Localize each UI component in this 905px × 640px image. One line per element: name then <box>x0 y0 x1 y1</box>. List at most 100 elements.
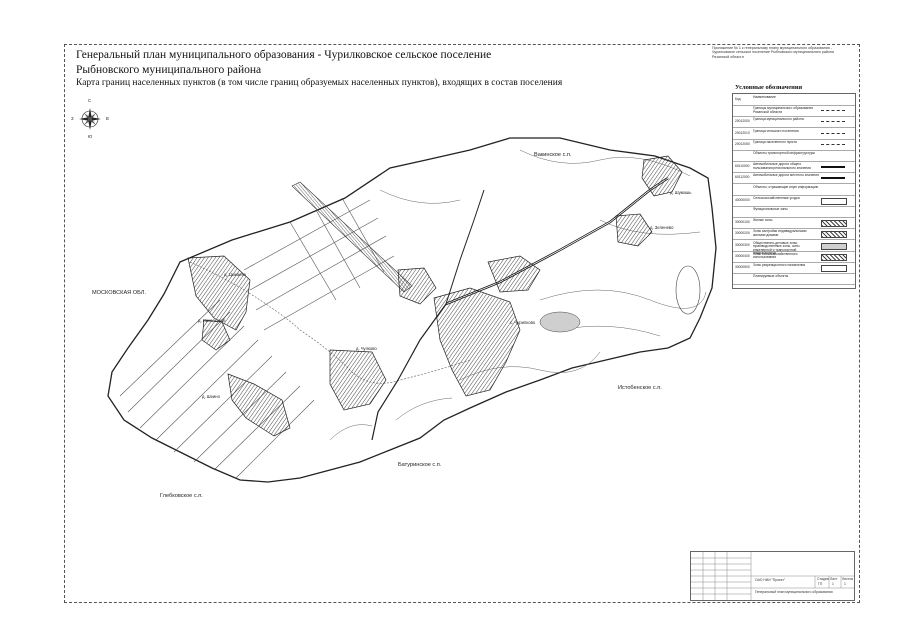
legend-text: Зоны сельскохозяйственного использования <box>753 251 798 260</box>
settlement-tsyubenino <box>187 255 251 331</box>
legend-code: 30000100 <box>735 220 750 225</box>
legend-text: Наименование <box>753 95 776 99</box>
stamp-stage-label: Стадия <box>817 577 829 581</box>
legend-swatch <box>821 220 847 228</box>
legend-row: Объекты транспортной инфраструктуры <box>733 150 855 162</box>
label-baturinskoe: Батуринское с.п. <box>398 462 442 468</box>
legend-text: Автомобильные дороги местного значения <box>753 173 819 178</box>
legend-code: 30000300 <box>735 242 750 247</box>
legend-row: Планируемые объекты <box>733 273 855 286</box>
appendix-note: Приложение № 1 к генеральному плану муни… <box>712 46 834 59</box>
label-nikolskoe: д. Никольское <box>198 318 226 323</box>
stamp-sheet-value: 1 <box>832 582 834 586</box>
label-shumashi: д. Шумашь <box>670 190 692 195</box>
settlement-north <box>397 267 437 305</box>
stamp-sheets-label: Листов <box>842 577 854 581</box>
compass-rose <box>79 108 101 130</box>
legend-swatch <box>821 231 847 239</box>
settlement-tabovo <box>227 373 291 437</box>
legend-code: 30000400 <box>735 253 750 258</box>
legend-title: Условные обозначения <box>735 84 803 91</box>
legend-text: Планируемые объекты <box>753 274 789 279</box>
stamp-stage-value: ГП <box>818 582 823 586</box>
legend-swatch <box>821 166 845 169</box>
label-zelenevo: д. Зеленево <box>650 225 674 230</box>
settlement-nikolskoe <box>201 319 231 351</box>
map-caption: Карта границ населенных пунктов (в том ч… <box>76 78 563 88</box>
title-block: ОАО НИИ "Проект" Генеральный план муници… <box>690 551 855 601</box>
settlement-zelenevo <box>615 213 653 247</box>
legend-text: Границы муниципального образования Рязан… <box>753 106 813 114</box>
corridor-strip <box>291 181 413 293</box>
label-istobnenskoe: Истобенское с.п. <box>618 385 662 391</box>
legend-code: Код <box>735 97 741 101</box>
compass-south: Ю <box>88 134 93 139</box>
settlement-churilkovo <box>433 287 521 397</box>
legend-swatch <box>821 242 847 250</box>
stamp-sheet-label: Лист <box>830 577 838 581</box>
legend-code: 60112000 <box>735 175 750 180</box>
legend-text: Жилые зоны <box>753 218 773 223</box>
legend-swatch <box>821 132 845 134</box>
legend-row: Код Наименование <box>733 94 855 106</box>
grey-zone <box>539 311 581 333</box>
settlement-shumashi <box>641 155 683 197</box>
compass-north: С <box>88 98 92 103</box>
label-churilkovo: с. Чурилково <box>510 320 536 325</box>
label-chulkovo: д. Чулково <box>356 346 377 351</box>
legend-code: 20012010 <box>735 130 750 135</box>
document-title: Генеральный план муниципального образова… <box>76 49 492 61</box>
legend-text: Зоны застройки индивидуальными жилыми до… <box>753 229 807 237</box>
legend-swatch <box>821 177 845 180</box>
legend-swatch <box>821 121 845 123</box>
legend-swatch <box>821 110 845 112</box>
legend-swatch <box>821 143 845 145</box>
settlement-boundary <box>107 137 717 483</box>
legend-swatch <box>821 197 847 205</box>
field-lines-east <box>329 149 707 441</box>
stamp-project: Генеральный план муниципального образова… <box>755 590 833 594</box>
legend-code: 60110000 <box>735 164 750 169</box>
title-block-grid <box>691 552 854 600</box>
legend-row: Объекты, отражающие иную информацию <box>733 184 855 196</box>
grey-zone <box>675 265 701 315</box>
label-tsyubenino: д. Цыкаево <box>224 272 246 277</box>
legend-text: Функциональные зоны <box>753 207 788 211</box>
secondary-road-north <box>445 189 485 305</box>
legend-text: Граница муниципального района <box>753 117 804 122</box>
legend-row: Функциональные зоны <box>733 206 855 218</box>
legend-text: Объекты, отражающие иную информацию <box>753 184 819 189</box>
label-gladkovskoe: Глебковское с.п. <box>160 493 203 499</box>
legend-code: 40000000 <box>735 197 750 202</box>
legend-text: Граница сельского поселения <box>753 128 799 133</box>
legend-text: Объекты транспортной инфраструктуры <box>753 151 815 155</box>
label-moscow-obl: МОСКОВСКАЯ ОБЛ. <box>92 290 147 296</box>
legend-row: Границы муниципального образования Рязан… <box>733 105 855 118</box>
secondary-road <box>371 303 447 441</box>
stamp-sheets-value: 1 <box>844 582 846 586</box>
label-tabovo: д. Шеино <box>202 394 220 399</box>
compass-east: В <box>106 116 109 121</box>
document-subtitle: Рыбновского муниципального района <box>76 64 262 76</box>
legend-text: Общественно-деловые зоны, производственн… <box>753 240 800 256</box>
compass-west: З <box>71 116 74 121</box>
legend-code: 30000200 <box>735 231 750 236</box>
legend-text: Граница населенного пункта <box>753 139 797 144</box>
legend-text: Сельскохозяйственные угодья <box>753 195 800 200</box>
legend-swatch <box>821 265 847 272</box>
legend-text: Автомобильные дороги общего пользования … <box>753 162 811 170</box>
legend-swatch <box>821 253 847 261</box>
legend-code: 30000500 <box>735 265 750 269</box>
